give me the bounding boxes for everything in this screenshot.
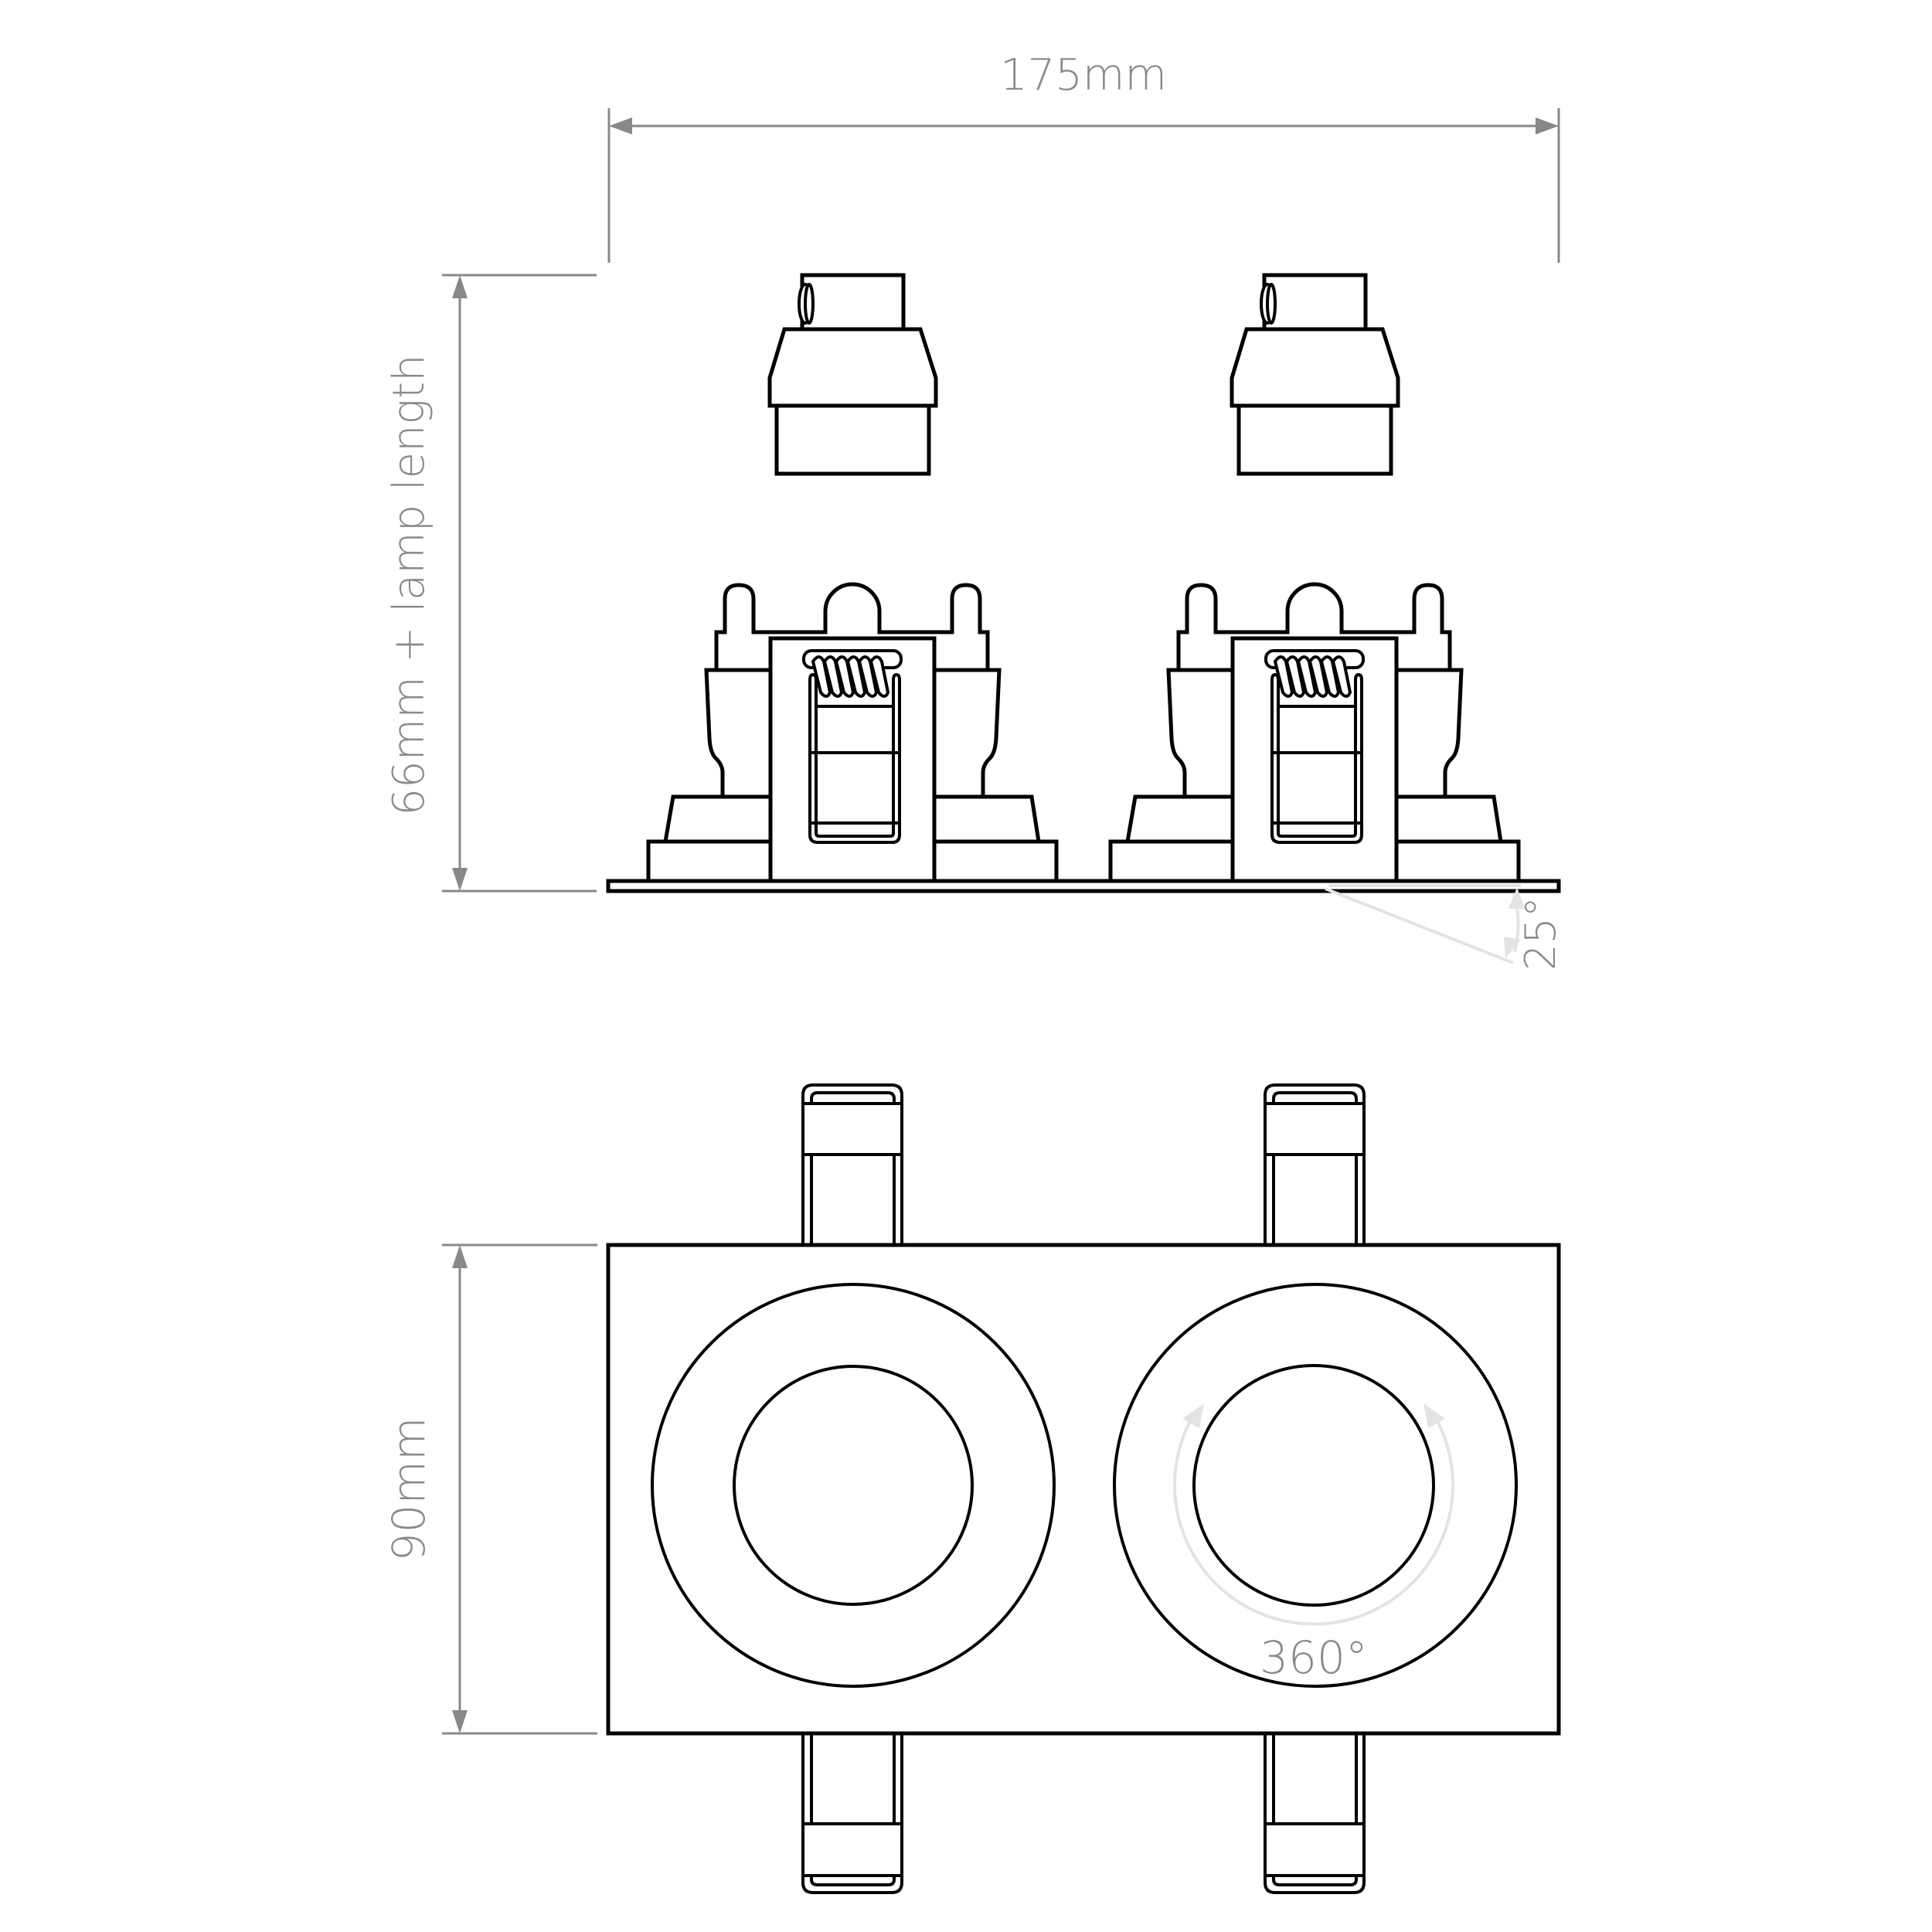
spring-clip-top-left	[801, 1083, 903, 1247]
depth-dimension: 90mm	[383, 1243, 597, 1735]
tilt-arrow-up-icon	[1509, 887, 1525, 909]
tilt-angle-line	[1325, 887, 1514, 964]
bezel-aperture	[733, 1365, 974, 1606]
bezel-right	[1113, 1283, 1518, 1688]
arrow-down-icon	[452, 1710, 468, 1733]
lamp-holder-left	[767, 273, 938, 476]
arrow-left-icon	[609, 117, 632, 134]
width-dimension: 175mm	[607, 50, 1560, 263]
depth-label: 90mm	[383, 1417, 435, 1562]
socket-assembly-left	[648, 584, 1056, 882]
spring-clip-bottom-left	[801, 1732, 903, 1894]
bezel-aperture	[1192, 1364, 1435, 1607]
rotation-arrow-right-icon	[1423, 1403, 1445, 1428]
width-label: 175mm	[1000, 50, 1167, 100]
height-dimension: 66mm + lamp length	[384, 274, 597, 893]
arrow-right-icon	[1536, 117, 1559, 134]
rotation-arc	[1173, 1413, 1454, 1626]
arrow-up-icon	[452, 275, 468, 298]
spring-clip-top-right	[1264, 1083, 1366, 1247]
spring-clip-bottom-right	[1264, 1732, 1366, 1894]
tilt-arrow-down-icon	[1504, 937, 1521, 958]
height-label: 66mm + lamp length	[384, 354, 434, 815]
rotation-annotation: 360°	[1173, 1403, 1454, 1684]
tilt-label: 25°	[1516, 896, 1565, 971]
rotation-label: 360°	[1260, 1631, 1368, 1684]
arrow-up-icon	[452, 1245, 468, 1268]
bezel-left	[651, 1283, 1056, 1688]
socket-assembly-right	[1111, 584, 1519, 882]
arrow-down-icon	[452, 868, 468, 891]
trim-plate-edge	[606, 879, 1561, 893]
rotation-arrow-left-icon	[1182, 1403, 1204, 1428]
lamp-holder-right	[1230, 273, 1400, 476]
tilt-annotation: 25°	[1325, 884, 1565, 971]
